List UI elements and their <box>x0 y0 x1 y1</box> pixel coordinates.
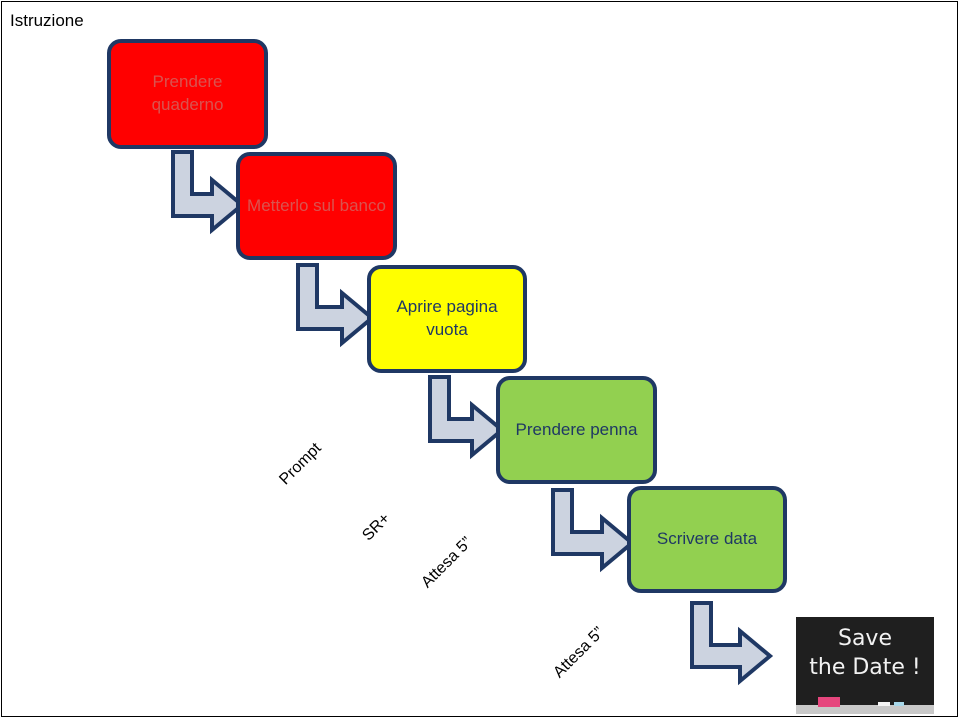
bent-arrow-1 <box>171 150 246 235</box>
step-4-label: Prendere penna <box>515 419 638 439</box>
step-3-box: Aprire pagina vuota <box>367 265 527 373</box>
board-ledge <box>796 705 934 714</box>
step-5-label: Scrivere data <box>656 529 758 549</box>
save-the-date-image: Save the Date ! <box>796 617 934 714</box>
chalk-blue-icon <box>894 702 904 706</box>
bent-arrow-5 <box>690 601 774 686</box>
step-2-label: Metterlo sul banco <box>247 195 386 215</box>
bent-arrow-3 <box>428 375 506 460</box>
eraser-icon <box>818 697 840 707</box>
bent-arrow-4 <box>551 488 636 573</box>
step-1-box: Prendere quaderno <box>107 39 268 149</box>
board-line-2: the Date ! <box>809 655 921 680</box>
step-2-box: Metterlo sul banco <box>236 152 397 260</box>
step-3-label: Aprire pagina vuota <box>396 297 498 339</box>
step-1-label: Prendere quaderno <box>151 72 224 114</box>
step-4-box: Prendere penna <box>496 376 657 484</box>
chalk-icon <box>878 702 890 706</box>
board-line-1: Save <box>837 626 892 651</box>
slide-title: Istruzione <box>10 11 84 30</box>
step-5-box: Scrivere data <box>627 486 787 593</box>
bent-arrow-2 <box>296 263 376 348</box>
